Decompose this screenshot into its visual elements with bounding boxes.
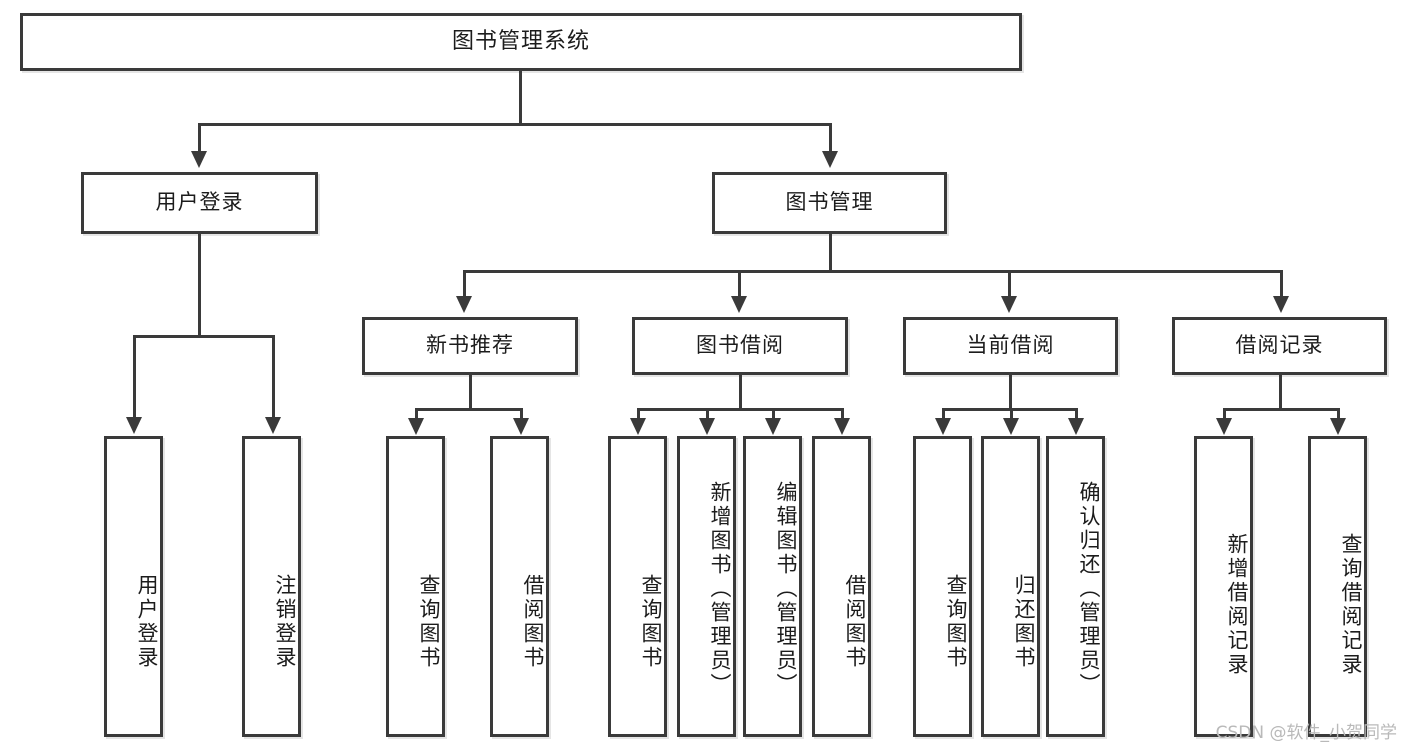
arrowhead-bb-leaf-1	[630, 418, 646, 435]
leaf-edit-book-admin[interactable]: 编辑图书（管理员）	[743, 436, 802, 737]
connector-bb-leaf-4	[841, 408, 844, 420]
node-user-login[interactable]: 用户登录	[81, 172, 318, 234]
connector-to-current-borrow	[1008, 270, 1011, 298]
arrowhead-bb-leaf-4	[834, 418, 850, 435]
leaf-query-borrow-record[interactable]: 查询借阅记录	[1308, 436, 1367, 737]
connector-to-book-management	[829, 123, 832, 153]
node-label: 归还图书	[1012, 573, 1036, 670]
leaf-query-book-cb[interactable]: 查询图书	[913, 436, 972, 737]
node-label: 图书管理系统	[451, 28, 590, 54]
arrowhead-cb-leaf-3	[1068, 418, 1084, 435]
connector-book-borrow-stem	[739, 375, 742, 408]
node-label: 新增图书（管理员）	[708, 480, 732, 697]
arrowhead-bb-leaf-2	[699, 418, 715, 435]
arrowhead-user-login	[191, 151, 207, 168]
watermark: CSDN @软件_小贺同学	[1215, 723, 1397, 743]
leaf-logout[interactable]: 注销登录	[242, 436, 301, 737]
connector-bb-leaf-3	[772, 408, 775, 420]
connector-book-borrow-bus	[637, 408, 843, 411]
arrowhead-nbr-leaf-1	[408, 418, 424, 435]
connector-new-book-recommend-bus	[415, 408, 523, 411]
node-label: 查询图书	[944, 573, 968, 670]
arrowhead-br-leaf-1	[1216, 418, 1232, 435]
node-label: 查询图书	[639, 573, 663, 670]
connector-cb-leaf-1	[942, 408, 945, 420]
leaf-return-book[interactable]: 归还图书	[981, 436, 1040, 737]
node-label: 用户登录	[135, 573, 159, 670]
arrowhead-leaf-logout	[265, 417, 281, 434]
arrowhead-nbr-leaf-2	[513, 418, 529, 435]
node-book-management[interactable]: 图书管理	[712, 172, 947, 234]
node-label: 新增借阅记录	[1225, 532, 1249, 677]
arrowhead-bb-leaf-3	[765, 418, 781, 435]
arrowhead-current-borrow	[1001, 296, 1017, 313]
node-label: 图书管理	[785, 190, 874, 215]
node-label: 注销登录	[273, 573, 297, 670]
connector-nbr-leaf-1	[415, 408, 418, 420]
connector-to-new-book-recommend	[463, 270, 466, 298]
arrowhead-cb-leaf-1	[935, 418, 951, 435]
node-label: 当前借阅	[966, 333, 1055, 358]
node-label: 用户登录	[155, 190, 244, 215]
connector-to-leaf-user-login	[133, 335, 136, 419]
connector-book-management-stem	[829, 234, 832, 270]
node-label: 查询借阅记录	[1339, 532, 1363, 677]
leaf-confirm-return-admin[interactable]: 确认归还（管理员）	[1046, 436, 1105, 737]
connector-level1-bus	[198, 123, 832, 126]
node-label: 借阅图书	[521, 573, 545, 670]
leaf-borrow-book-bb[interactable]: 借阅图书	[812, 436, 871, 737]
connector-br-leaf-2	[1337, 408, 1340, 420]
node-label: 新书推荐	[426, 333, 514, 358]
arrowhead-new-book-recommend	[456, 296, 472, 313]
leaf-query-book-nbr[interactable]: 查询图书	[386, 436, 445, 737]
connector-level2-bus	[463, 270, 1283, 273]
connector-cb-leaf-3	[1075, 408, 1078, 420]
node-book-borrow[interactable]: 图书借阅	[632, 317, 848, 375]
connector-to-borrow-record	[1280, 270, 1283, 298]
leaf-query-book-bb[interactable]: 查询图书	[608, 436, 667, 737]
connector-cb-leaf-2	[1010, 408, 1013, 420]
connector-nbr-leaf-2	[520, 408, 523, 420]
connector-current-borrow-stem	[1009, 375, 1012, 408]
node-label: 编辑图书（管理员）	[774, 480, 798, 697]
leaf-borrow-book-nbr[interactable]: 借阅图书	[490, 436, 549, 737]
node-label: 查询图书	[417, 573, 441, 670]
arrowhead-borrow-record	[1273, 296, 1289, 313]
connector-borrow-record-bus	[1223, 408, 1339, 411]
node-current-borrow[interactable]: 当前借阅	[903, 317, 1118, 375]
connector-user-login-bus	[133, 335, 275, 338]
node-new-book-recommend[interactable]: 新书推荐	[362, 317, 578, 375]
connector-to-book-borrow	[738, 270, 741, 298]
arrowhead-leaf-user-login	[126, 417, 142, 434]
arrowhead-br-leaf-2	[1330, 418, 1346, 435]
connector-borrow-record-stem	[1279, 375, 1282, 408]
connector-root-stem	[519, 71, 522, 123]
arrowhead-book-borrow	[731, 296, 747, 313]
connector-br-leaf-1	[1223, 408, 1226, 420]
connector-user-login-stem	[198, 234, 201, 335]
arrowhead-cb-leaf-2	[1003, 418, 1019, 435]
node-root-book-management-system[interactable]: 图书管理系统	[20, 13, 1022, 71]
node-label: 借阅记录	[1235, 333, 1324, 358]
connector-to-user-login	[198, 123, 201, 153]
connector-new-book-recommend-stem	[469, 375, 472, 408]
connector-to-leaf-logout	[272, 335, 275, 419]
leaf-user-login[interactable]: 用户登录	[104, 436, 163, 737]
connector-bb-leaf-2	[706, 408, 709, 420]
arrowhead-book-management	[822, 151, 838, 168]
node-label: 图书借阅	[696, 333, 784, 358]
node-label: 确认归还（管理员）	[1077, 480, 1101, 697]
leaf-add-book-admin[interactable]: 新增图书（管理员）	[677, 436, 736, 737]
node-borrow-record[interactable]: 借阅记录	[1172, 317, 1387, 375]
connector-bb-leaf-1	[637, 408, 640, 420]
leaf-add-borrow-record[interactable]: 新增借阅记录	[1194, 436, 1253, 737]
node-label: 借阅图书	[843, 573, 867, 670]
